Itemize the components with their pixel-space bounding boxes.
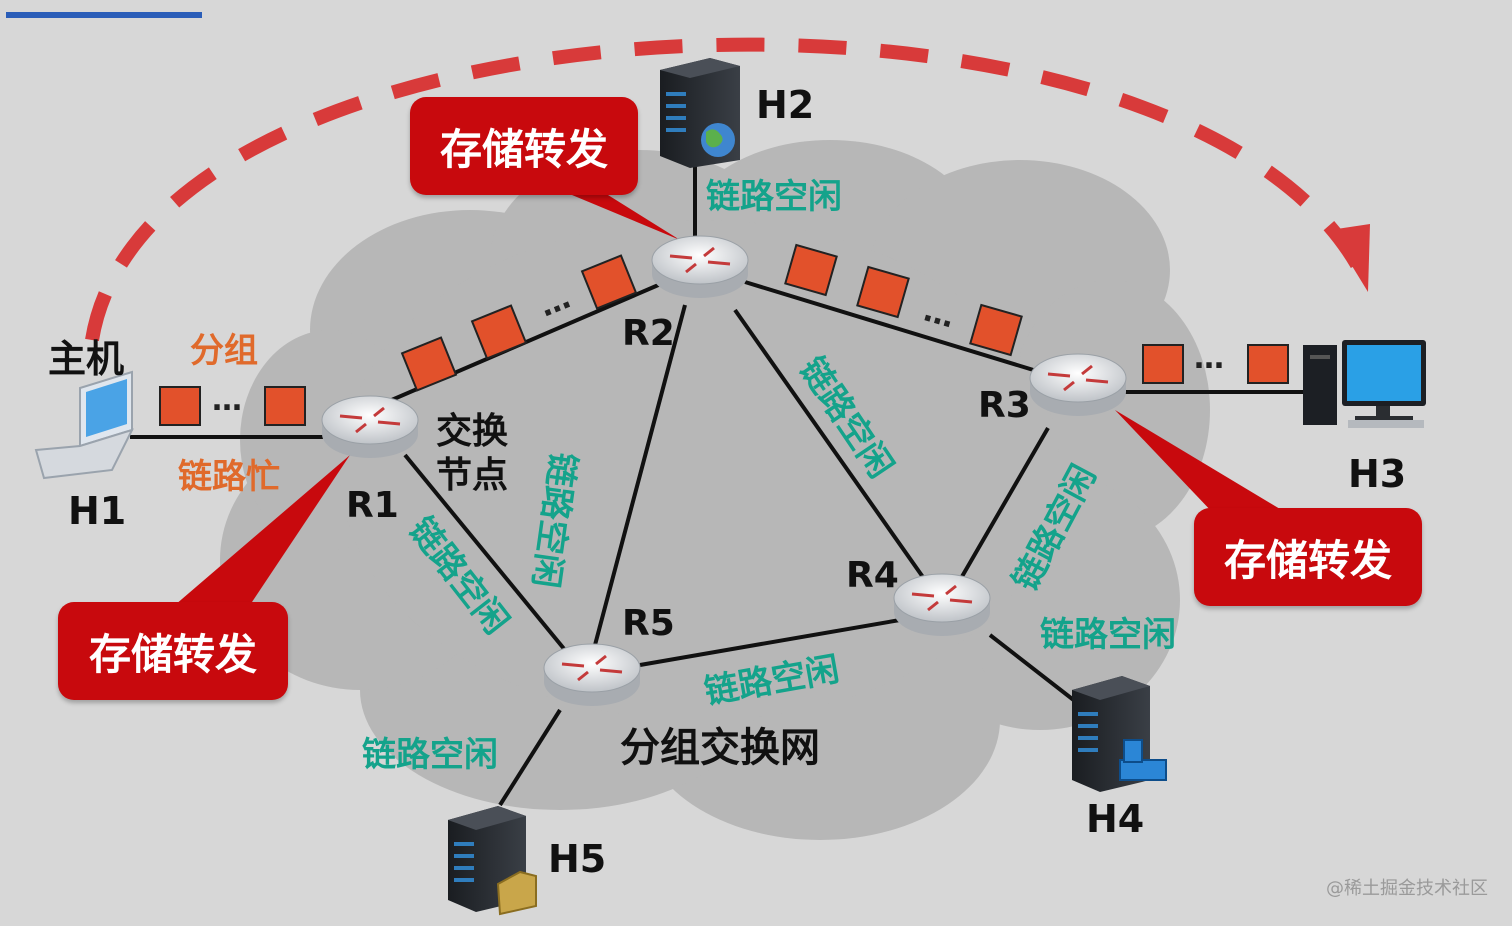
callout-tails (175, 190, 1290, 605)
packet (969, 303, 1023, 357)
router-r1-label: R1 (346, 485, 399, 526)
router-r4-label: R4 (846, 555, 899, 596)
server-folder-icon (448, 806, 537, 916)
link-idle-label-h2: 链路空闲 (706, 177, 842, 217)
link-idle-label-r5-h5: 链路空闲 (362, 735, 498, 775)
desktop-icon (1303, 340, 1426, 428)
switch-node-caption-1: 交换 (436, 411, 509, 452)
top-accent-bar (6, 12, 202, 18)
packet-ellipsis: … (1194, 341, 1224, 376)
server-globe-icon (660, 58, 740, 168)
router-r4 (893, 573, 991, 636)
end-to-end-arc (85, 37, 1367, 342)
switch-node-caption-2: 节点 (436, 455, 509, 496)
packet (784, 243, 838, 297)
packet-ellipsis: … (212, 383, 242, 418)
link-r5-h5 (498, 708, 562, 807)
host-caption: 主机 (48, 337, 125, 381)
packet (264, 386, 306, 426)
links (130, 160, 1320, 807)
routers (321, 235, 1127, 706)
link-r5-r4 (639, 618, 901, 667)
arc-arrow-head (1330, 224, 1370, 292)
store-forward-callout-left: 存储转发 (58, 602, 288, 700)
packet (159, 386, 201, 426)
packet (470, 304, 528, 360)
link-idle-label-r4-h4: 链路空闲 (1040, 615, 1176, 655)
router-r3 (1029, 353, 1127, 416)
host-h1-label: H1 (68, 489, 127, 533)
link-r2-r4 (733, 308, 927, 582)
server-media-icon (1072, 676, 1167, 792)
packet (580, 254, 638, 310)
router-r2 (651, 235, 749, 298)
router-r5 (543, 643, 641, 706)
packet (1247, 344, 1289, 384)
store-forward-callout-top: 存储转发 (410, 97, 638, 195)
router-r2-label: R2 (622, 313, 675, 354)
host-h5-label: H5 (548, 837, 607, 881)
packet (400, 336, 458, 392)
laptop-icon (34, 370, 134, 480)
link-r3-r4 (958, 426, 1050, 582)
link-r1-r5 (403, 453, 567, 652)
host-h2-label: H2 (756, 83, 815, 127)
host-h4-label: H4 (1086, 797, 1145, 841)
packets (159, 243, 1289, 426)
network-label: 分组交换网 (620, 725, 820, 771)
host-h3-label: H3 (1348, 452, 1407, 496)
router-r3-label: R3 (978, 385, 1031, 426)
store-forward-callout-right: 存储转发 (1194, 508, 1422, 606)
router-r5-label: R5 (622, 603, 675, 644)
link-r2-r3 (744, 280, 1041, 374)
packet (856, 265, 910, 319)
link-r4-h4 (988, 633, 1082, 707)
link-busy-label: 链路忙 (178, 457, 280, 497)
packet-group-label: 分组 (190, 331, 258, 371)
watermark: @稀土掘金技术社区 (1326, 878, 1488, 899)
packet (1142, 344, 1184, 384)
link-r2-r5 (593, 304, 687, 646)
router-r1 (321, 395, 419, 458)
